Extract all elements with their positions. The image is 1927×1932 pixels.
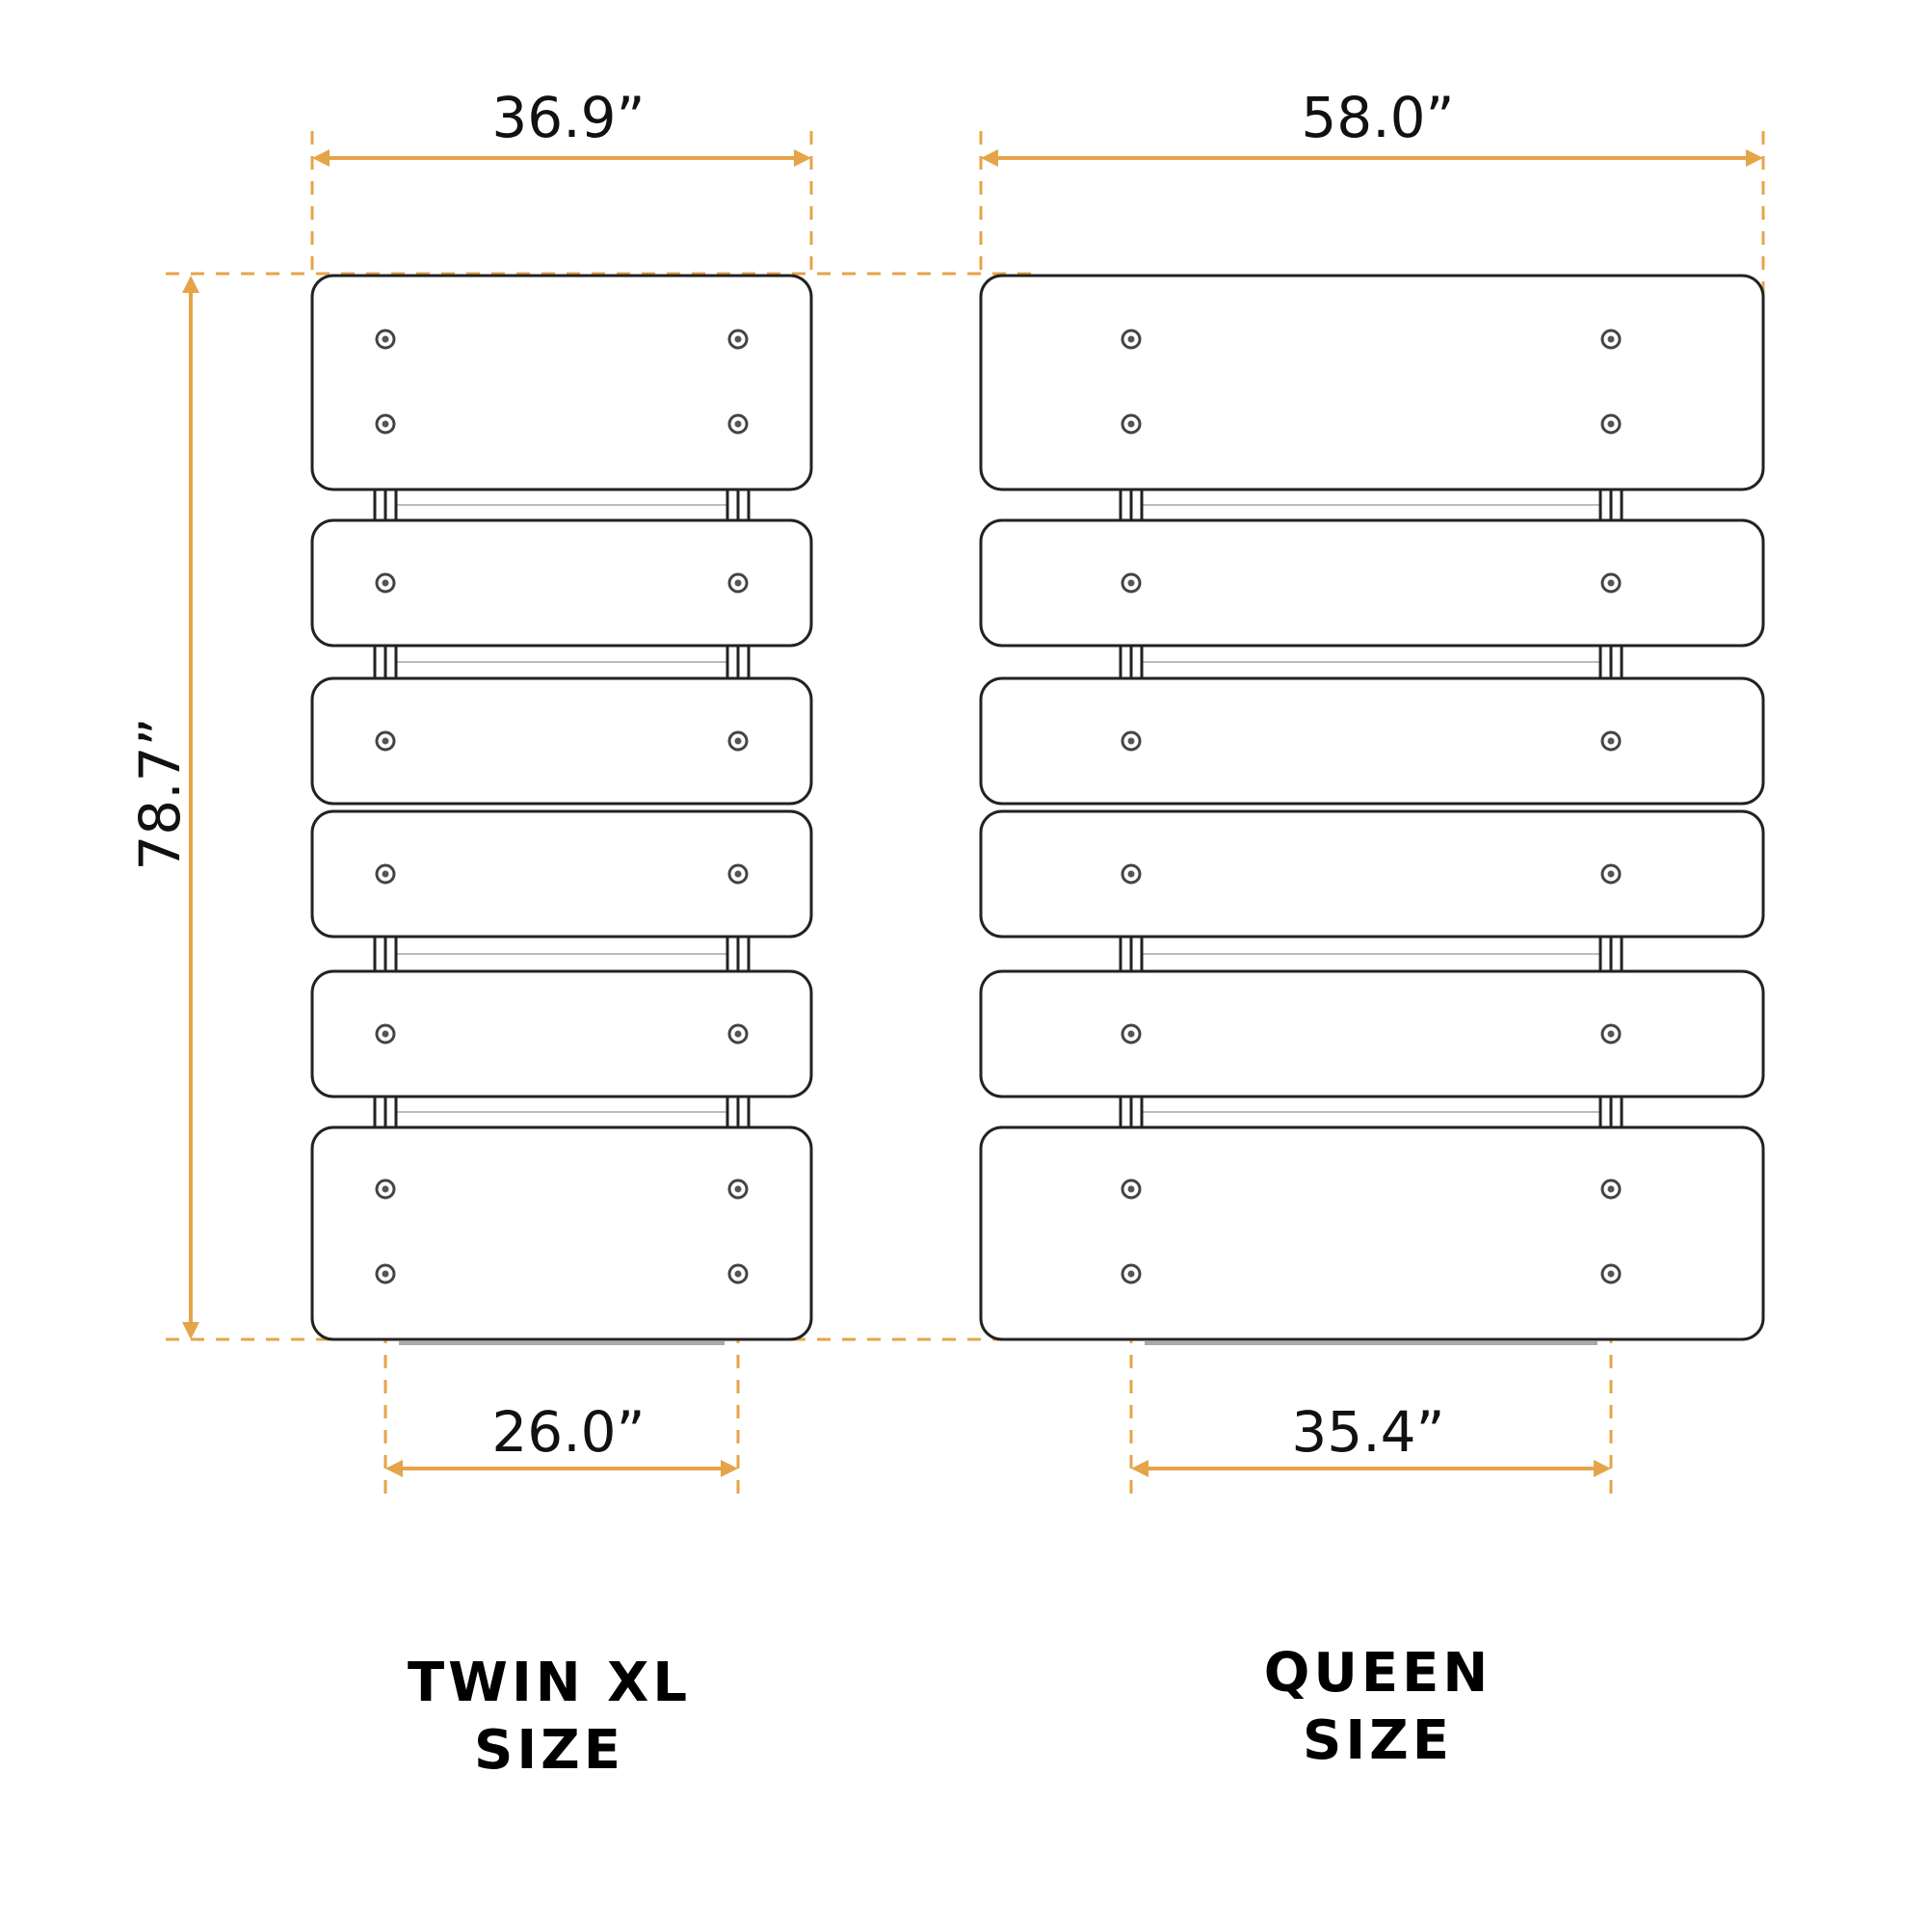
queen-screw-center-1-0-1 — [1607, 579, 1615, 587]
twin-screw-center-3-0-0 — [382, 870, 389, 878]
twin-slat-3 — [310, 809, 813, 939]
queen-screw-center-0-1-1 — [1607, 420, 1615, 428]
queen-screw-center-5-1-1 — [1607, 1270, 1615, 1278]
queen-slat-0 — [979, 274, 1765, 491]
twin-screw-center-1-0-0 — [382, 579, 389, 587]
queen-slat-4 — [979, 969, 1765, 1098]
twin-slat-2 — [310, 676, 813, 806]
queen-width-arrow-head-right — [1746, 149, 1763, 167]
twin-leg-spacing-arrow-head-right — [721, 1460, 738, 1477]
twin-screw-center-0-1-0 — [382, 420, 389, 428]
twin-screw-center-2-0-1 — [734, 737, 742, 745]
queen-bed-frame — [979, 274, 1765, 1345]
queen-screw-center-1-0-0 — [1127, 579, 1135, 587]
twin-screw-center-0-0-1 — [734, 335, 742, 343]
queen-width-arrow — [981, 149, 1763, 167]
queen-width-arrow-head-left — [981, 149, 998, 167]
queen-screw-center-3-0-0 — [1127, 870, 1135, 878]
queen-slat-1 — [979, 518, 1765, 648]
twin-width-label: 36.9” — [491, 85, 646, 150]
queen-screw-center-4-0-1 — [1607, 1030, 1615, 1038]
twin-leg-spacing-label: 26.0” — [491, 1399, 646, 1465]
queen-size-title: QUEEN SIZE — [1156, 1640, 1599, 1775]
twin-slat-5 — [310, 1125, 813, 1341]
twin-screw-center-5-1-1 — [734, 1270, 742, 1278]
queen-slat-2 — [979, 676, 1765, 806]
twin-screw-center-5-0-1 — [734, 1185, 742, 1193]
twin-screw-center-2-0-0 — [382, 737, 389, 745]
queen-screw-center-0-0-1 — [1607, 335, 1615, 343]
queen-leg-spacing-arrow — [1131, 1460, 1611, 1477]
twin-screw-center-4-0-1 — [734, 1030, 742, 1038]
twin-width-arrow — [312, 149, 811, 167]
queen-screw-center-2-0-0 — [1127, 737, 1135, 745]
twin-screw-center-0-1-1 — [734, 420, 742, 428]
twin-screw-center-5-1-0 — [382, 1270, 389, 1278]
queen-screw-center-5-0-0 — [1127, 1185, 1135, 1193]
queen-screw-center-0-1-0 — [1127, 420, 1135, 428]
twin-leg-spacing-arrow-head-left — [385, 1460, 403, 1477]
twin-size-title: TWIN XL SIZE — [328, 1650, 771, 1785]
twin-leg-spacing-arrow — [385, 1460, 738, 1477]
queen-leg-spacing-arrow-head-left — [1131, 1460, 1148, 1477]
length-arrow — [182, 276, 199, 1339]
twin-slat-0 — [310, 274, 813, 491]
queen-width-label: 58.0” — [1301, 85, 1455, 150]
queen-screw-center-0-0-0 — [1127, 335, 1135, 343]
queen-leg-spacing-label: 35.4” — [1291, 1399, 1445, 1465]
queen-slat-5 — [979, 1125, 1765, 1341]
length-arrow-head-top — [182, 276, 199, 293]
queen-screw-center-4-0-0 — [1127, 1030, 1135, 1038]
twin-screw-center-4-0-0 — [382, 1030, 389, 1038]
queen-screw-center-5-0-1 — [1607, 1185, 1615, 1193]
twin-screw-center-5-0-0 — [382, 1185, 389, 1193]
queen-slat-3 — [979, 809, 1765, 939]
queen-size-title-line2: SIZE — [1302, 1709, 1454, 1772]
length-arrow-head-bottom — [182, 1322, 199, 1339]
twin-size-title-line2: SIZE — [473, 1719, 625, 1782]
queen-screw-center-5-1-0 — [1127, 1270, 1135, 1278]
twin-size-title-line1: TWIN XL — [407, 1652, 692, 1714]
bed-frames — [310, 274, 1765, 1345]
twin-bed-frame — [310, 274, 813, 1345]
twin-width-arrow-head-left — [312, 149, 330, 167]
length-label: 78.7” — [127, 717, 193, 871]
twin-slat-4 — [310, 969, 813, 1098]
queen-leg-spacing-arrow-head-right — [1594, 1460, 1611, 1477]
queen-screw-center-2-0-1 — [1607, 737, 1615, 745]
twin-width-arrow-head-right — [794, 149, 811, 167]
twin-screw-center-3-0-1 — [734, 870, 742, 878]
queen-size-title-line1: QUEEN — [1263, 1642, 1492, 1705]
queen-screw-center-3-0-1 — [1607, 870, 1615, 878]
twin-slat-1 — [310, 518, 813, 648]
twin-screw-center-1-0-1 — [734, 579, 742, 587]
twin-screw-center-0-0-0 — [382, 335, 389, 343]
